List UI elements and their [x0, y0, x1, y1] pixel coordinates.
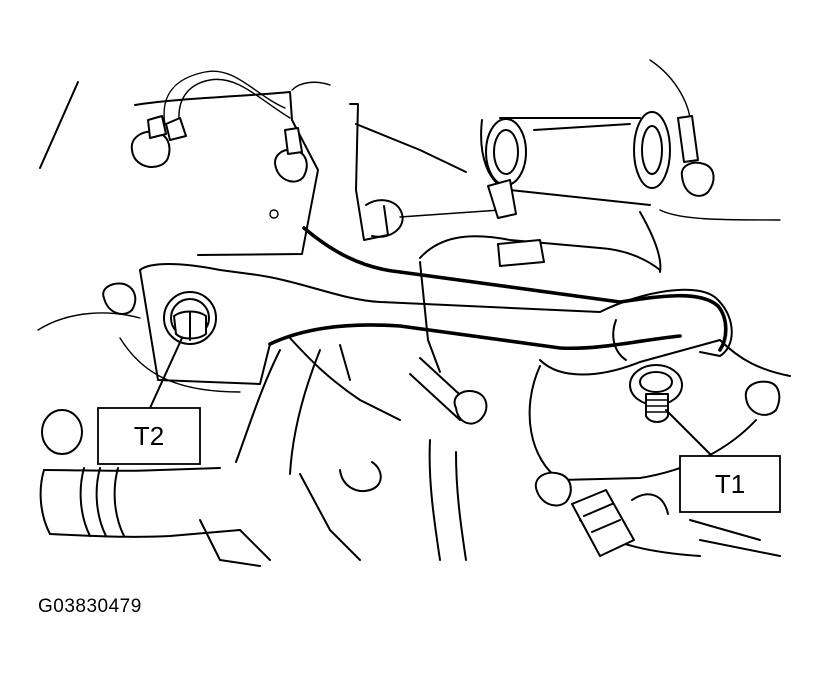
vertical-hose-b	[289, 349, 321, 475]
right-line	[659, 209, 781, 221]
engine-bay-line-art	[37, 59, 791, 567]
lower-pipe-b	[339, 344, 351, 381]
lower-hose-right	[455, 451, 467, 561]
rear-housing-top	[419, 235, 661, 271]
callout-box-t1	[679, 455, 781, 513]
lower-nut	[534, 471, 572, 507]
figure-id: G03830479	[38, 596, 142, 617]
frame-diagonal-line	[39, 81, 79, 169]
callout-t1: T1	[679, 455, 781, 513]
control-arm	[139, 226, 733, 385]
left-line-a	[37, 312, 141, 331]
right-connector-plug	[680, 161, 715, 197]
lower-right-edges	[689, 519, 781, 557]
harness-wire-c	[291, 81, 331, 91]
mid-bracket-hook	[365, 199, 404, 238]
vertical-hose-a	[235, 349, 281, 463]
harness-wire-b	[178, 78, 291, 129]
bracket-hole	[269, 209, 279, 219]
knuckle-body-top	[539, 339, 791, 377]
actuator-motor	[480, 111, 671, 219]
callout-label-t2: T2	[134, 421, 164, 451]
bolt-t2	[163, 291, 217, 345]
callout-box-t2	[97, 407, 201, 465]
small-fitting	[339, 461, 382, 492]
right-connector-stem	[677, 115, 699, 163]
callout-t2: T2	[97, 407, 201, 465]
leader-line-t2	[149, 337, 183, 409]
control-arm-heavy-edge	[302, 226, 728, 352]
vertical-hose-c	[299, 473, 361, 561]
mid-bracket	[349, 103, 389, 241]
control-arm-lower-heavy-edge	[268, 323, 682, 351]
rear-housing-left	[419, 261, 441, 373]
radiator-hose	[39, 409, 241, 538]
control-arm-front-bushing	[139, 269, 271, 385]
control-arm-top-edge	[139, 263, 733, 357]
leader-line-t1	[665, 409, 713, 457]
mid-bracket-rib	[399, 209, 501, 218]
sensor-connector-right	[274, 127, 308, 183]
right-harness-wire	[649, 59, 691, 121]
sensor-connector-left	[130, 115, 187, 168]
harness-wire-a	[163, 70, 286, 126]
knuckle-right-bolt	[744, 380, 781, 416]
mid-bracket-edge	[355, 123, 467, 173]
lower-hose-left	[428, 439, 441, 561]
bolt-t1	[629, 364, 683, 423]
left-line-b	[119, 337, 241, 393]
control-arm-ball-joint	[612, 319, 627, 361]
rear-housing-tab	[497, 239, 545, 267]
hose-clamp-lines	[199, 519, 271, 567]
bottom-connector	[571, 489, 669, 557]
lower-pipe-a	[289, 337, 401, 421]
knuckle-body-bottom	[528, 365, 757, 481]
callout-label-t1: T1	[715, 469, 745, 499]
upper-bracket	[134, 91, 319, 256]
left-nut	[102, 282, 137, 315]
right-bracket-edge	[639, 211, 662, 273]
link-rod-end	[453, 390, 488, 425]
